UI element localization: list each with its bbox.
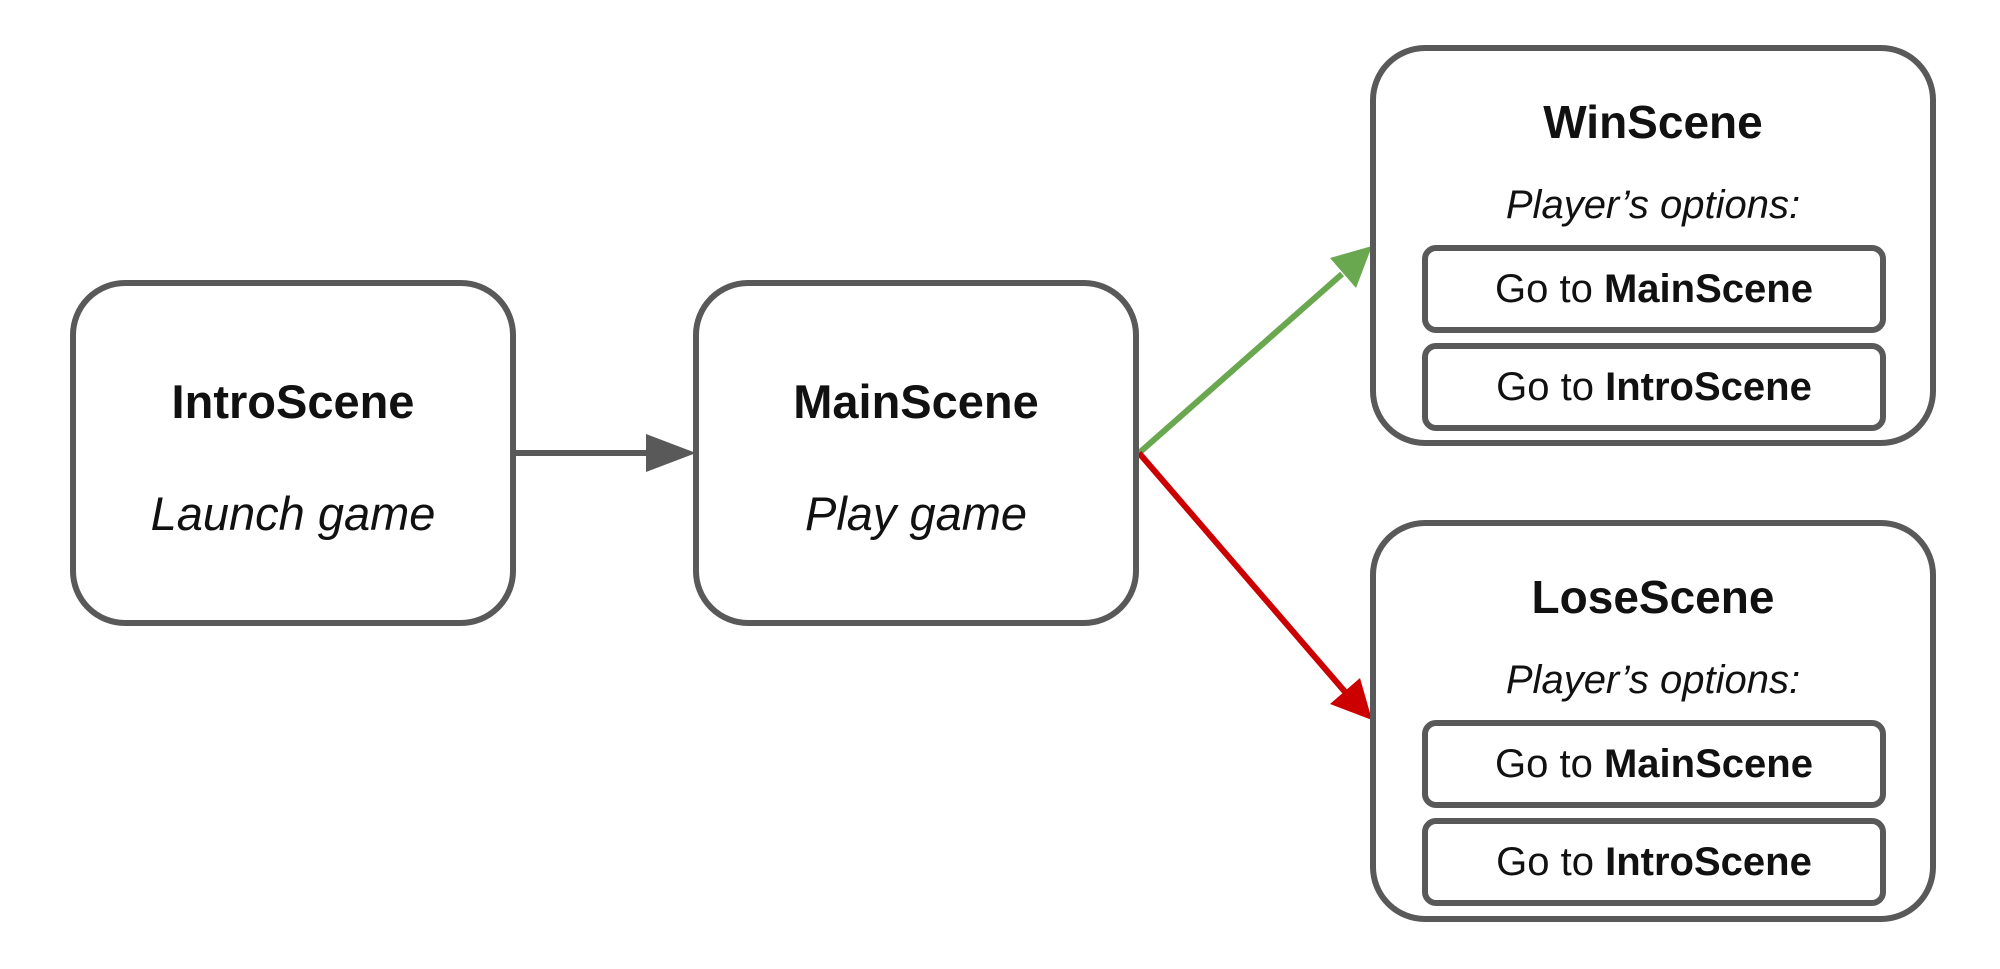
- intro-scene-title: IntroScene: [171, 375, 415, 428]
- arrow-main-to-lose: [1136, 451, 1349, 695]
- intro-scene-subtitle: Launch game: [150, 487, 436, 540]
- lose-option-main-scene: Go to MainScene: [1422, 720, 1886, 808]
- win-scene-subtitle: Player’s options:: [1505, 183, 1801, 227]
- lose-option-main-prefix: Go to: [1495, 742, 1604, 786]
- win-option-main-target: MainScene: [1603, 267, 1813, 311]
- lose-scene-node: LoseScene Player’s options: Go to MainSc…: [1370, 520, 1936, 922]
- win-scene-node: WinScene Player’s options: Go to MainSce…: [1370, 45, 1936, 446]
- main-scene-subtitle: Play game: [804, 487, 1028, 540]
- intro-scene-node: IntroScene Launch game: [70, 280, 516, 626]
- lose-option-main-target: MainScene: [1603, 742, 1813, 786]
- arrow-main-to-win-head: [1330, 246, 1372, 288]
- lose-option-intro-prefix: Go to: [1496, 840, 1606, 884]
- arrow-main-to-win: [1137, 271, 1344, 456]
- lose-scene-subtitle: Player’s options:: [1505, 658, 1801, 702]
- main-scene-node: MainScene Play game: [693, 280, 1139, 626]
- main-scene-title: MainScene: [793, 375, 1039, 428]
- lose-option-intro-target: IntroScene: [1605, 840, 1812, 884]
- arrow-main-to-lose-head: [1330, 678, 1372, 720]
- win-option-intro-prefix: Go to: [1496, 365, 1606, 409]
- win-option-intro-scene: Go to IntroScene: [1422, 343, 1886, 431]
- lose-scene-title: LoseScene: [1531, 571, 1775, 623]
- win-option-main-scene: Go to MainScene: [1422, 245, 1886, 333]
- arrow-intro-to-main-head: [646, 434, 696, 472]
- win-scene-title: WinScene: [1543, 96, 1763, 148]
- win-option-intro-target: IntroScene: [1605, 365, 1812, 409]
- lose-option-intro-scene: Go to IntroScene: [1422, 818, 1886, 906]
- win-option-main-prefix: Go to: [1495, 267, 1604, 311]
